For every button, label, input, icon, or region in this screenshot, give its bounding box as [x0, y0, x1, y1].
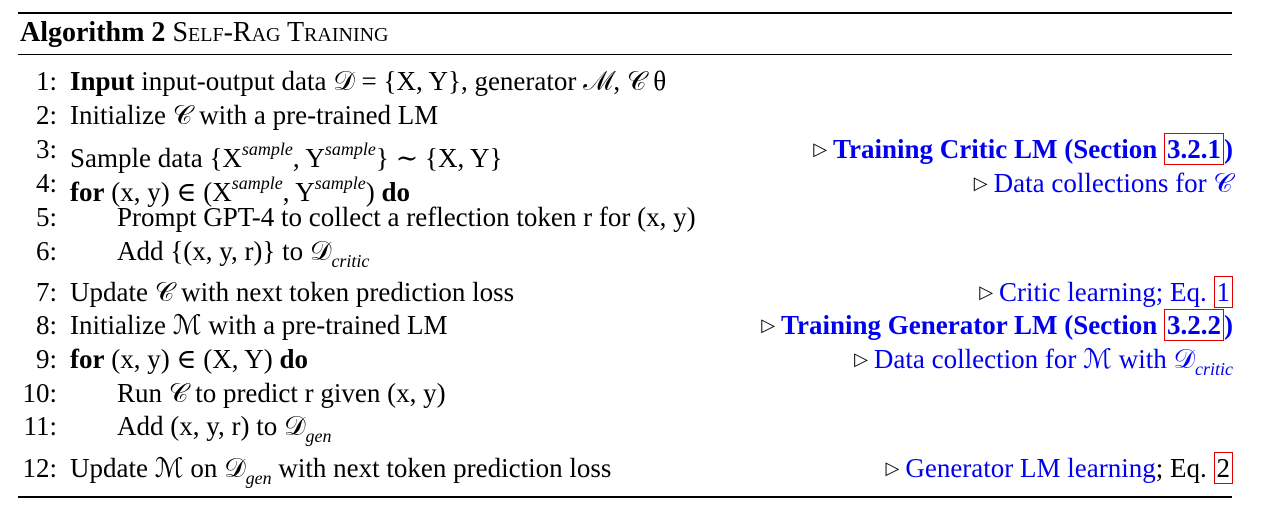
line-comment: ▷Critic learning; Eq. 1	[979, 275, 1233, 309]
line-text: Prompt GPT-4 to collect a reflection tok…	[117, 202, 696, 232]
line-text: , Y	[282, 177, 315, 207]
line-text: Add (x, y, r) to 𝒟	[117, 411, 306, 441]
line-body: Add (x, y, r) to 𝒟gen	[117, 409, 332, 453]
superscript: sample	[231, 173, 283, 193]
line-number: 2:	[35, 100, 57, 130]
comment-text: Data collection for ℳ with 𝒟	[873, 344, 1195, 374]
equation-ref-link[interactable]: 1	[1213, 276, 1233, 308]
section-ref-link[interactable]: 3.2.2	[1164, 309, 1224, 341]
line-body: Add {(x, y, r)} to 𝒟critic	[117, 234, 369, 278]
line-text: Run 𝒞 to predict r given (x, y)	[117, 378, 446, 408]
subscript: gen	[305, 426, 332, 446]
line-number: 6:	[35, 236, 57, 266]
line-text: , Y	[292, 143, 325, 173]
line-comment: ▷Data collections for 𝒞	[974, 166, 1233, 200]
line-comment: ▷Generator LM learning; Eq. 2	[885, 451, 1233, 485]
subscript: critic	[331, 251, 370, 271]
algorithm-label: Algorithm 2	[20, 17, 166, 48]
comment-text: Critic learning; Eq.	[999, 277, 1214, 307]
line-comment: ▷Data collection for ℳ with 𝒟critic	[854, 342, 1233, 386]
line-number: 9:	[35, 344, 57, 374]
line-number: 12:	[22, 453, 57, 483]
algorithm-line-6: 6: Add {(x, y, r)} to 𝒟critic	[0, 234, 1263, 271]
algorithm-line-8: 8: Initialize ℳ with a pre-trained LM ▷T…	[0, 308, 1263, 342]
subscript: gen	[245, 468, 272, 488]
comment-triangle-icon: ▷	[854, 349, 868, 369]
keyword-do: do	[381, 177, 410, 207]
algorithm-line-1: 1: Input input-output data 𝒟 = {X, Y}, g…	[0, 64, 1263, 98]
comment-triangle-icon: ▷	[813, 139, 828, 159]
algorithm-line-11: 11: Add (x, y, r) to 𝒟gen	[0, 409, 1263, 446]
algorithm-line-12: 12: Update ℳ on 𝒟gen with next token pre…	[0, 451, 1263, 488]
line-number: 5:	[35, 202, 57, 232]
comment-triangle-icon: ▷	[761, 315, 776, 335]
keyword-for: for	[70, 177, 105, 207]
comment-triangle-icon: ▷	[979, 282, 994, 302]
comment-triangle-icon: ▷	[973, 173, 988, 193]
algorithm-line-4: 4: for (x, y) ∈ (Xsample, Ysample) do ▷D…	[0, 166, 1263, 207]
line-number: 7:	[35, 277, 57, 307]
line-number: 11:	[23, 411, 58, 441]
keyword-do: do	[279, 344, 308, 374]
line-text: Update 𝒞 with next token prediction loss	[70, 277, 515, 307]
line-number: 3:	[35, 134, 57, 164]
equation-ref-link[interactable]: 2	[1213, 452, 1233, 484]
subscript: critic	[1195, 359, 1233, 379]
line-body: Sample data {Xsample, Ysample} ∼ {X, Y}	[70, 132, 502, 175]
algorithm-line-2: 2: Initialize 𝒞 with a pre-trained LM	[0, 98, 1263, 132]
top-rule	[18, 12, 1232, 14]
comment-text: )	[1224, 134, 1233, 164]
line-text: input-output data 𝒟 = {X, Y}, generator …	[134, 66, 667, 96]
algorithm-line-3: 3: Sample data {Xsample, Ysample} ∼ {X, …	[0, 132, 1263, 173]
algorithm-header: Algorithm 2 Self-Rag Training	[20, 14, 388, 52]
line-number: 8:	[35, 310, 57, 340]
keyword-for: for	[70, 344, 105, 374]
comment-text: Training Generator LM (Section	[781, 310, 1164, 340]
line-text: )	[365, 177, 382, 207]
line-body: for (x, y) ∈ (X, Y) do	[70, 342, 308, 376]
comment-text: Generator LM learning	[905, 453, 1156, 483]
line-comment: ▷Training Generator LM (Section 3.2.2)	[761, 308, 1233, 342]
algorithm-line-7: 7: Update 𝒞 with next token prediction l…	[0, 275, 1263, 309]
line-body: Update ℳ on 𝒟gen with next token predict…	[70, 451, 611, 495]
comment-triangle-icon: ▷	[885, 458, 900, 478]
line-text: Add {(x, y, r)} to 𝒟	[117, 236, 332, 266]
header-rule	[18, 54, 1232, 55]
line-text: Initialize 𝒞 with a pre-trained LM	[70, 100, 439, 130]
line-comment: ▷Training Critic LM (Section 3.2.1)	[813, 132, 1233, 166]
superscript: sample	[314, 173, 366, 193]
line-number: 10:	[22, 378, 57, 408]
comment-text: Data collections for 𝒞	[993, 168, 1233, 198]
algorithm-line-9: 9: for (x, y) ∈ (X, Y) do ▷Data collecti…	[0, 342, 1263, 379]
comment-text: ; Eq.	[1155, 453, 1214, 483]
line-text: } ∼ {X, Y}	[375, 143, 503, 173]
line-text: Update ℳ on 𝒟	[70, 453, 246, 483]
line-number: 1:	[35, 66, 57, 96]
line-text: Initialize ℳ with a pre-trained LM	[70, 310, 448, 340]
line-body: Input input-output data 𝒟 = {X, Y}, gene…	[70, 64, 666, 98]
line-text: (x, y) ∈ (X	[104, 177, 232, 207]
algorithm-title: Self-Rag Training	[172, 17, 389, 48]
line-body: for (x, y) ∈ (Xsample, Ysample) do	[70, 166, 410, 209]
line-text: (x, y) ∈ (X, Y)	[104, 344, 280, 374]
bottom-rule	[18, 496, 1232, 498]
algorithm-line-5: 5: Prompt GPT-4 to collect a reflection …	[0, 200, 1263, 234]
comment-text: Training Critic LM (Section	[833, 134, 1164, 164]
superscript: sample	[241, 139, 293, 159]
line-text: Sample data {X	[70, 143, 242, 173]
comment-text: )	[1224, 310, 1233, 340]
keyword-input: Input	[70, 66, 135, 96]
algorithm-line-10: 10: Run 𝒞 to predict r given (x, y)	[0, 376, 1263, 410]
line-text: with next token prediction loss	[271, 453, 612, 483]
line-number: 4:	[35, 168, 57, 198]
superscript: sample	[324, 139, 376, 159]
section-ref-link[interactable]: 3.2.1	[1164, 133, 1224, 165]
